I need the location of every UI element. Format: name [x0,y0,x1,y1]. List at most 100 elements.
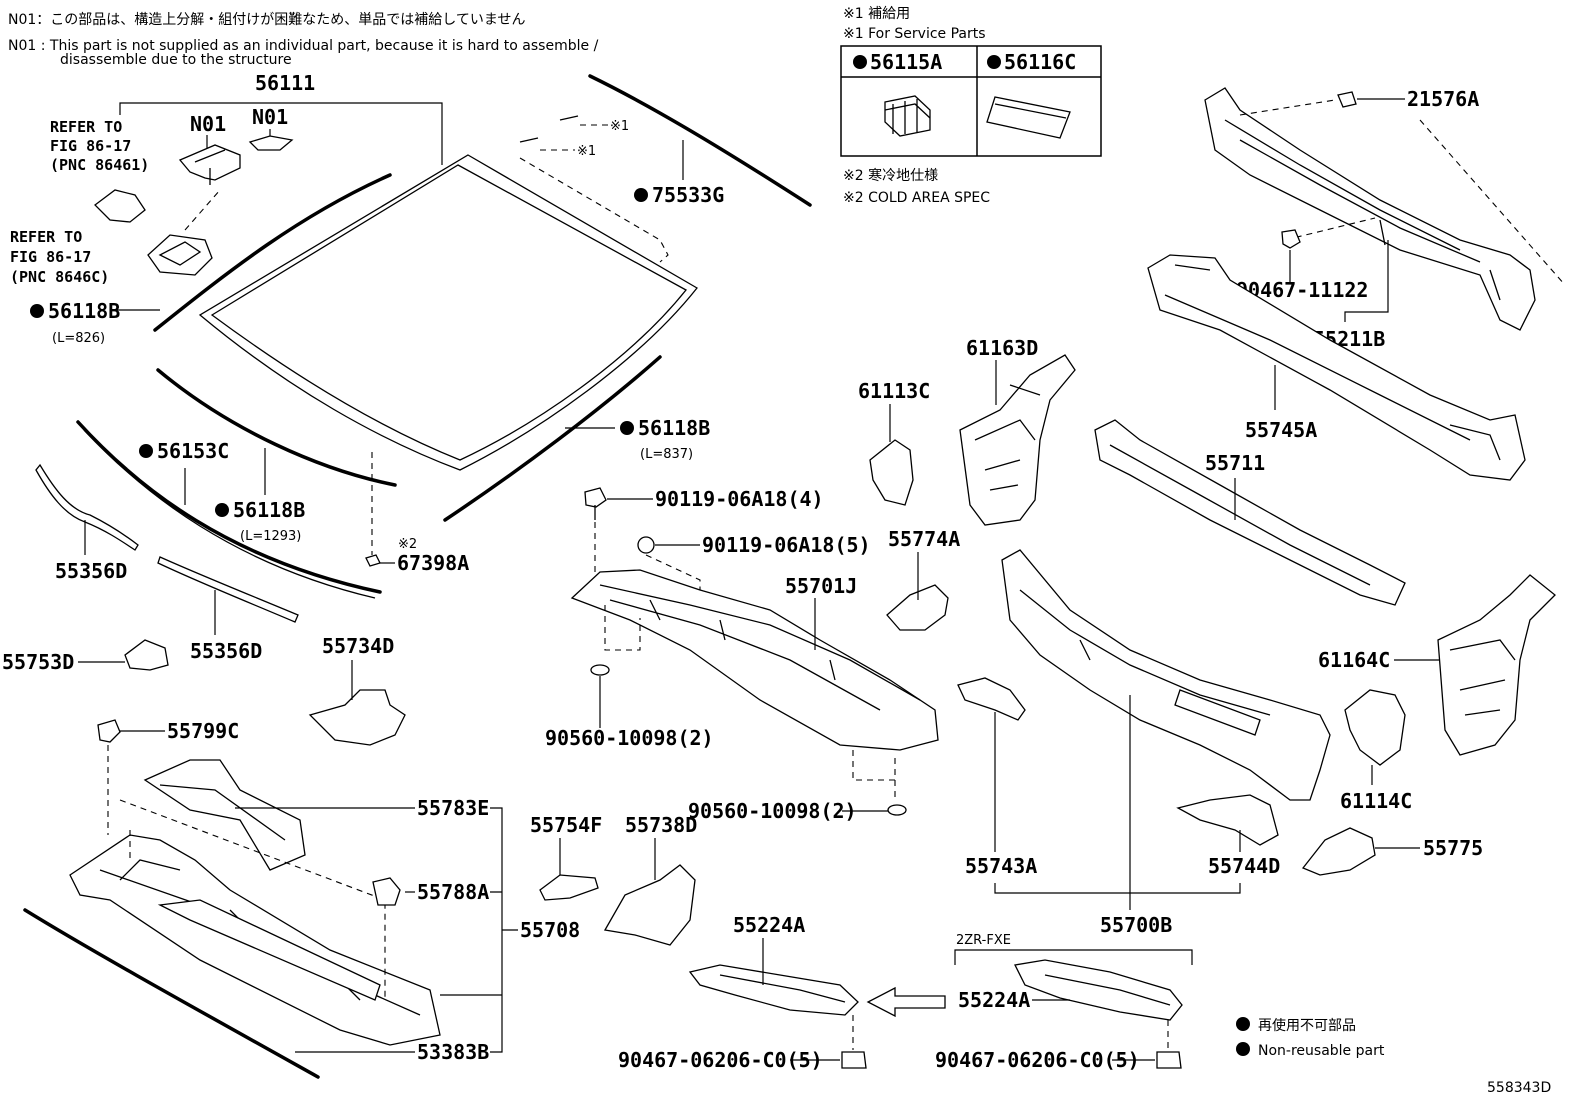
label-55788A: 55788A [417,880,489,904]
legend-en: Non-reusable part [1258,1043,1385,1059]
note-s2-jp: ※2 寒冷地仕様 [843,167,938,184]
label-55734D: 55734D [322,634,394,658]
non-reusable-dot [139,444,153,458]
label-55738D: 55738D [625,813,697,837]
dash-cowl [119,799,386,1000]
refer-a-1: REFER TO [50,118,122,136]
label-56115A: 56115A [870,50,942,74]
service-parts-box: 56115A 56116C [840,45,1102,157]
service-part-marks [519,115,579,143]
figure-id: 558343D [1487,1080,1551,1096]
label-90560-a: 90560-10098(2) [545,726,714,750]
bracket-61114C [1344,689,1406,766]
bracket-55774A [886,584,949,631]
label-61164C: 61164C [1318,648,1390,672]
bracket-55744D [1176,794,1279,846]
label-61114C: 61114C [1340,789,1412,813]
washer-90560-a [590,664,610,676]
label-56111: 56111 [255,71,315,95]
label-55224A-a: 55224A [733,913,805,937]
bracket-55743A [957,677,1026,721]
pad-56116C-drawing [986,96,1071,139]
label-56118B-b-len: (L=837) [640,447,693,462]
spacer-67398A [365,554,381,567]
insulator-detail [1044,974,1171,1006]
label-90467-a: 90467-06206-C0(5) [618,1048,823,1072]
mirror-bracket-n01-a [178,144,241,185]
label-56116C: 56116C [1004,50,1076,74]
label-55224A-b: 55224A [958,988,1030,1012]
refer-a-2: FIG 86-17 [50,137,131,155]
label-61163D: 61163D [966,336,1038,360]
label-55754F: 55754F [530,813,602,837]
note-n01-en-2: disassemble due to the structure [60,52,292,68]
non-reusable-dot [1236,1042,1250,1056]
note-s1-jp: ※1 補給用 [843,6,910,22]
reinforcement-55745A [1147,254,1526,481]
molding-56118B-lower [156,368,397,487]
leader-56111 [119,102,443,165]
bracket-55700B [994,883,1241,894]
refer-a-3: (PNC 86461) [50,156,149,174]
label-56118B-c: 56118B [233,498,305,522]
label-55775: 55775 [1423,836,1483,860]
bracket-55708 [440,807,518,1053]
molding-56118B-upper [153,173,392,332]
bracket-55734D [308,689,406,746]
non-reusable-dot [215,503,229,517]
sensor-cover-drawing [94,189,146,223]
dash-bolt-5 [645,554,701,590]
label-n01-a: N01 [190,112,226,136]
label-55701J: 55701J [785,574,857,598]
label-55708: 55708 [520,918,580,942]
mirror-bracket-n01-b [248,135,294,151]
bracket-61113C [869,439,914,506]
non-reusable-dot [1236,1017,1250,1031]
bracket-2zr-fxe [954,949,1193,965]
label-x1-a: ※1 [610,119,629,134]
label-67398A: 67398A [397,551,469,575]
label-75533G: 75533G [652,183,724,207]
label-x1-b: ※1 [577,144,596,159]
label-x2: ※2 [398,537,417,552]
label-55799C: 55799C [167,719,239,743]
label-55783E: 55783E [417,796,489,820]
cowl-louver-55708 [69,759,441,1046]
label-21576A: 21576A [1407,87,1479,111]
seal-53383B [23,908,320,1079]
weatherstrip-56153C-inner [83,429,376,599]
dash-panel-55700B [1001,549,1331,801]
label-55700B: 55700B [1100,913,1172,937]
clip-56115A-drawing [884,95,931,137]
label-55356D-a: 55356D [55,559,127,583]
dash-sensor [184,189,221,231]
leader-55211B [1344,240,1389,322]
note-s2-en: ※2 COLD AREA SPEC [843,190,990,206]
label-90119-4: 90119-06A18(4) [655,487,824,511]
pillar-61163D [959,354,1076,526]
molding-75533G [588,74,812,207]
washer-90560-b [887,804,907,816]
clip-90467-b [1156,1051,1182,1069]
note-n01-jp: N01：この部品は、構造上分解・組付けが困難なため、単品では補給していません [8,12,525,28]
insulator-detail [719,974,846,1003]
insulator-55224A-b [1014,959,1183,1021]
dash-service-parts [519,157,669,263]
dash-55211B [1239,99,1566,286]
non-reusable-dot [987,55,1001,69]
note-n01-en-1: N01 : This part is not supplied as an in… [8,38,599,54]
bracket-55775 [1301,827,1376,876]
label-55774A: 55774A [888,527,960,551]
clip-21576A [1337,91,1357,108]
label-56118B-b: 56118B [638,416,710,440]
non-reusable-dot [30,304,44,318]
rain-sensor-drawing [147,234,213,276]
insulator-55224A-a [688,964,859,1016]
refer-b-1: REFER TO [10,228,82,246]
arrow-icon [866,986,946,1018]
label-56118B-a: 56118B [48,299,120,323]
pillar-61164C [1437,574,1556,756]
label-55744D: 55744D [1208,854,1280,878]
legend-jp: 再使用不可部品 [1258,1017,1356,1034]
